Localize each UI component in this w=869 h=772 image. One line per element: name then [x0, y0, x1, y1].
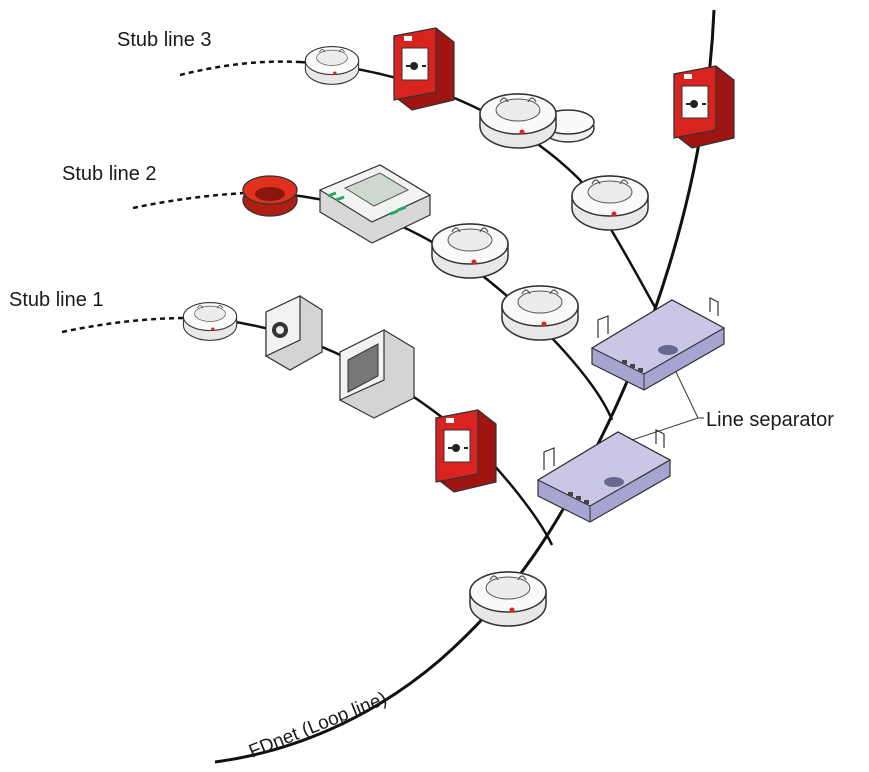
stub-line-1-label: Stub line 1 [9, 289, 104, 311]
separator-leader-line [631, 371, 704, 441]
stub-line-2-label: Stub line 2 [62, 163, 157, 185]
smoke-detector-icon [431, 223, 509, 279]
stub-line-2-dashed [132, 191, 246, 210]
manual-call-point-icon [435, 409, 497, 493]
loop-line [214, 9, 716, 764]
stub-line-3-dashed [179, 60, 301, 77]
detector-with-sounder-icon [479, 93, 595, 149]
line-separator-label: Line separator [706, 409, 834, 431]
loop-line-label: FDnet (Loop line) [246, 688, 390, 762]
smoke-detector-icon [304, 46, 360, 85]
stub-line-3-label: Stub line 3 [117, 29, 212, 51]
detector-housing-icon [339, 329, 415, 419]
smoke-detector-icon [182, 302, 238, 341]
sounder-beacon-icon [242, 175, 298, 217]
smoke-detector-icon [501, 285, 579, 341]
smoke-detector-icon [469, 571, 547, 627]
line-separator-icon [537, 429, 671, 523]
input-output-module-icon [318, 164, 432, 244]
fire-detector-in-housing-icon [265, 295, 323, 371]
stub-line-1-dashed [61, 316, 191, 334]
smoke-detector-icon [571, 175, 649, 231]
line-separator-icon [591, 297, 725, 391]
manual-call-point-icon [673, 65, 735, 149]
manual-call-point-icon [393, 27, 455, 111]
